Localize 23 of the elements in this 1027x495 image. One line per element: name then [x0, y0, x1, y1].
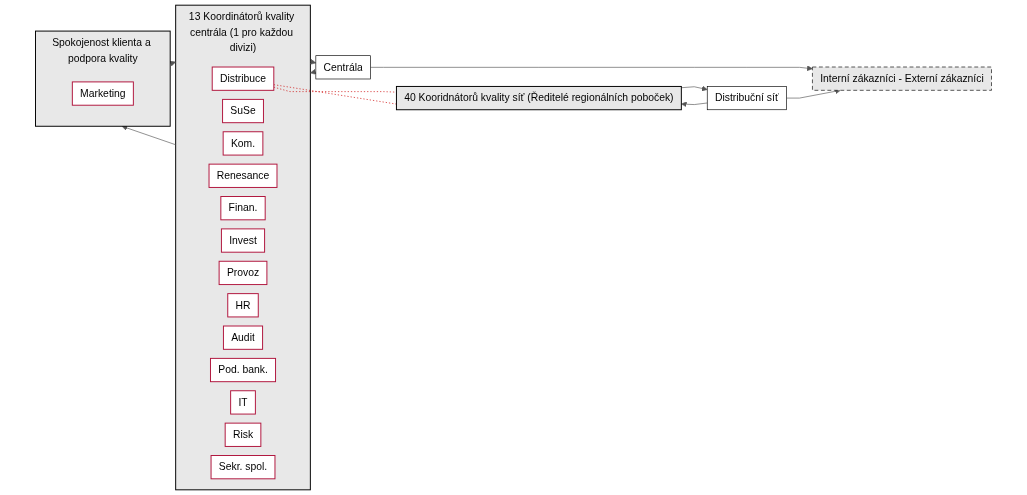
- node-box: Kom.: [222, 131, 264, 156]
- node-box: Provoz: [218, 260, 268, 286]
- node-box: 40 Kooridnátorů kvality síť (Ředitelé regionálních poboček): [395, 85, 682, 111]
- node-box: Distribuce: [211, 66, 275, 91]
- node-box: Pod. bank.: [210, 357, 277, 383]
- node-box: Distribuční síť: [706, 86, 787, 111]
- arrow: [169, 60, 176, 67]
- node-box: Marketing: [71, 81, 134, 106]
- node-box: Sekr. spol.: [210, 455, 276, 480]
- node-box: SuSe: [222, 98, 264, 124]
- node-box: Audit: [222, 325, 264, 350]
- connector: [273, 84, 397, 105]
- node-box: Centrála: [315, 55, 371, 80]
- node-box: Risk: [224, 422, 262, 447]
- arrow: [310, 69, 317, 75]
- connector: [273, 86, 397, 93]
- node-box: Renesance: [208, 163, 278, 188]
- arrow: [309, 59, 317, 65]
- node-box: Interní zákazníci - Externí zákazníci: [812, 66, 992, 91]
- node-box: Finan.: [220, 196, 266, 221]
- node-box: Invest: [220, 228, 266, 253]
- node-box: IT: [230, 390, 256, 415]
- node-box: HR: [227, 293, 259, 318]
